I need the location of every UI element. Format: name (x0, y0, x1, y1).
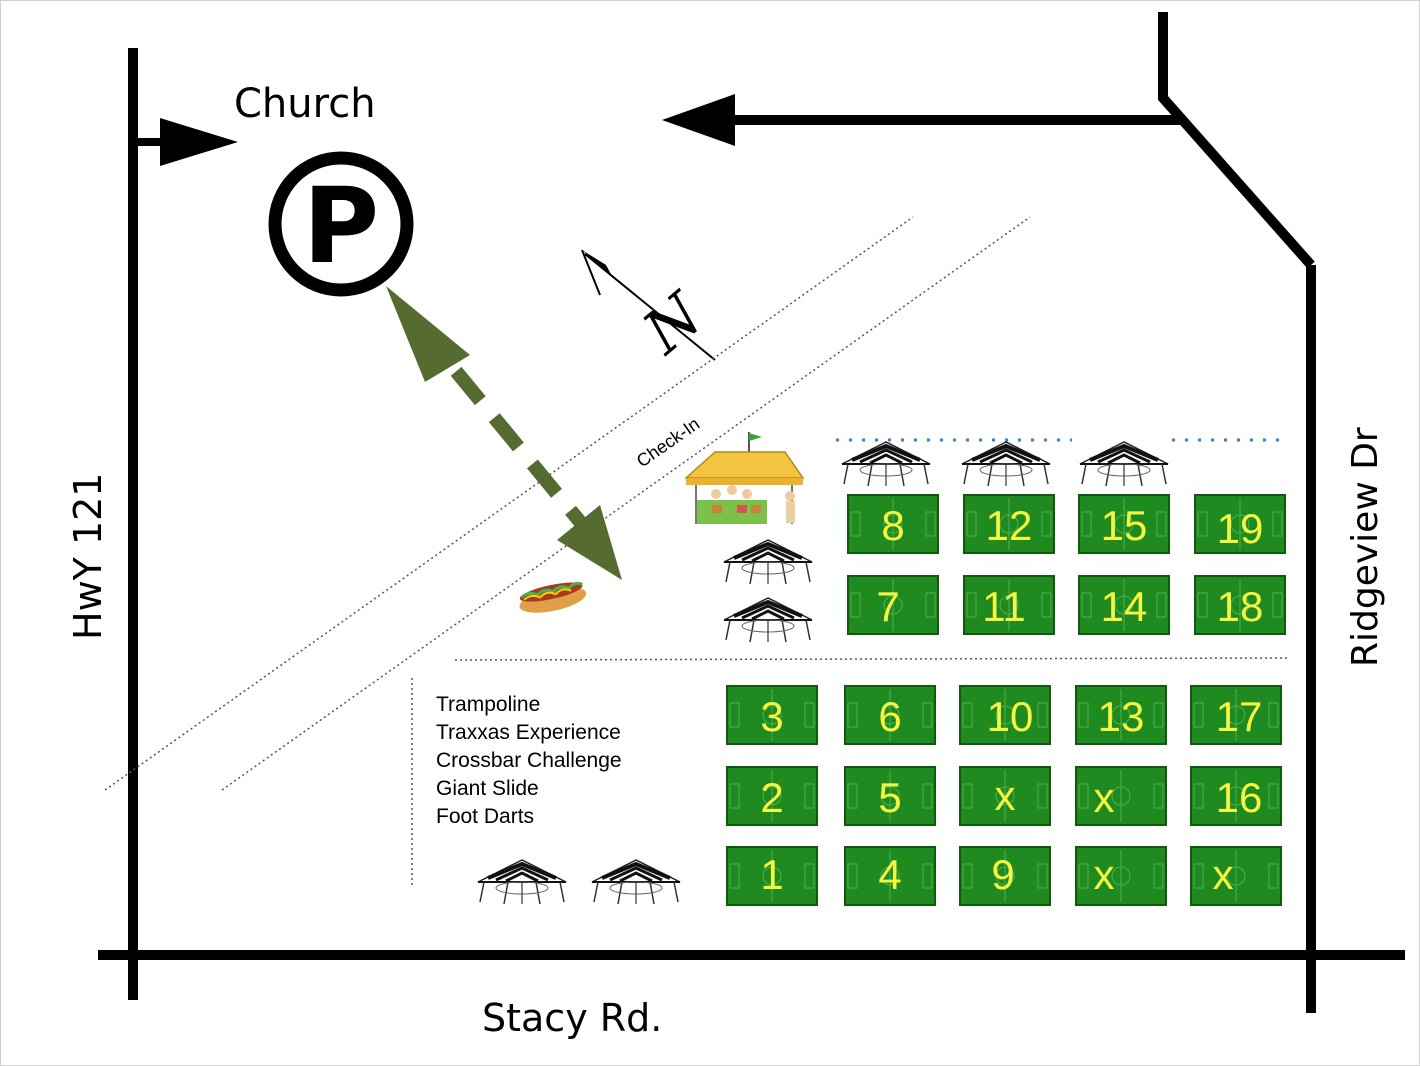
svg-text:13: 13 (1098, 693, 1145, 740)
entrance-road (1158, 12, 1315, 269)
tent-icon (840, 440, 932, 488)
field-19: 19 (1194, 494, 1286, 554)
svg-text:6: 6 (878, 693, 901, 740)
field-4: 4 (844, 846, 936, 906)
svg-text:x: x (995, 772, 1016, 819)
field-x-a: x (959, 766, 1051, 826)
path-line-left (104, 216, 914, 791)
tent-icon (960, 440, 1052, 488)
svg-text:14: 14 (1101, 583, 1148, 630)
field-2: 2 (726, 766, 818, 826)
field-11: 11 (963, 575, 1055, 635)
field-10: 10 (959, 685, 1051, 745)
field-14: 14 (1078, 575, 1170, 635)
activity-item: Trampoline (436, 693, 540, 716)
path-line-right (221, 216, 1031, 791)
field-3: 3 (726, 685, 818, 745)
svg-text:12: 12 (986, 502, 1033, 549)
tent-icon (722, 538, 814, 586)
field-1: 1 (726, 846, 818, 906)
svg-text:15: 15 (1101, 502, 1148, 549)
vendor-booth-icon (684, 432, 805, 524)
roads (98, 12, 1405, 1013)
activity-item: Giant Slide (436, 777, 539, 800)
entry-arrow-left (662, 94, 735, 146)
field-16: 16 (1190, 766, 1282, 826)
field-7: 7 (847, 575, 939, 635)
hwy-121-label: HwY 121 (66, 473, 110, 640)
field-6: 6 (844, 685, 936, 745)
svg-text:7: 7 (876, 583, 899, 630)
svg-text:2: 2 (760, 774, 783, 821)
svg-text:4: 4 (878, 851, 901, 898)
walk-route-arrow (386, 286, 622, 580)
activity-item: Traxxas Experience (436, 721, 621, 744)
section-divider (454, 657, 1288, 661)
field-15: 15 (1078, 494, 1170, 554)
activity-item: Foot Darts (436, 805, 534, 828)
svg-text:16: 16 (1216, 774, 1263, 821)
north-letter: N (629, 279, 718, 369)
svg-text:17: 17 (1216, 693, 1263, 740)
svg-text:11: 11 (982, 583, 1026, 630)
parking-icon: P (268, 151, 414, 297)
svg-text:10: 10 (987, 693, 1034, 740)
activity-item: Crossbar Challenge (436, 749, 622, 772)
field-8: 8 (847, 494, 939, 554)
checkin-label: Check-In (633, 414, 703, 472)
field-x-b: x (1075, 766, 1167, 826)
svg-text:5: 5 (878, 774, 901, 821)
field-x-c: x (1075, 846, 1167, 906)
svg-text:1: 1 (760, 851, 783, 898)
svg-text:x: x (1094, 851, 1115, 898)
church-arrow-right (160, 118, 238, 166)
field-12: 12 (963, 494, 1055, 554)
tent-icon (1078, 440, 1170, 488)
field-9: 9 (959, 846, 1051, 906)
field-x-d: x (1190, 846, 1282, 906)
north-arrow-icon: N (581, 249, 718, 369)
svg-text:18: 18 (1217, 583, 1264, 630)
field-5: 5 (844, 766, 936, 826)
svg-text:3: 3 (760, 693, 783, 740)
field-18: 18 (1194, 575, 1286, 635)
parking-letter: P (303, 165, 379, 287)
hotdog-icon (519, 581, 587, 613)
tent-icon (722, 596, 814, 644)
field-13: 13 (1075, 685, 1167, 745)
field-17: 17 (1190, 685, 1282, 745)
tent-icon (590, 858, 682, 906)
fields: 8 12 15 19 7 11 14 18 3 6 10 13 17 2 5 x… (726, 494, 1286, 906)
stacy-rd-label: Stacy Rd. (482, 996, 662, 1040)
activity-list: Trampoline Traxxas Experience Crossbar C… (436, 693, 622, 828)
svg-text:x: x (1213, 851, 1234, 898)
ridgeview-label: Ridgeview Dr (1345, 427, 1386, 667)
svg-text:8: 8 (881, 502, 904, 549)
svg-text:x: x (1094, 774, 1115, 821)
svg-text:9: 9 (991, 851, 1014, 898)
church-label: Church (234, 81, 376, 127)
tent-icon (476, 858, 568, 906)
svg-text:19: 19 (1217, 505, 1264, 552)
